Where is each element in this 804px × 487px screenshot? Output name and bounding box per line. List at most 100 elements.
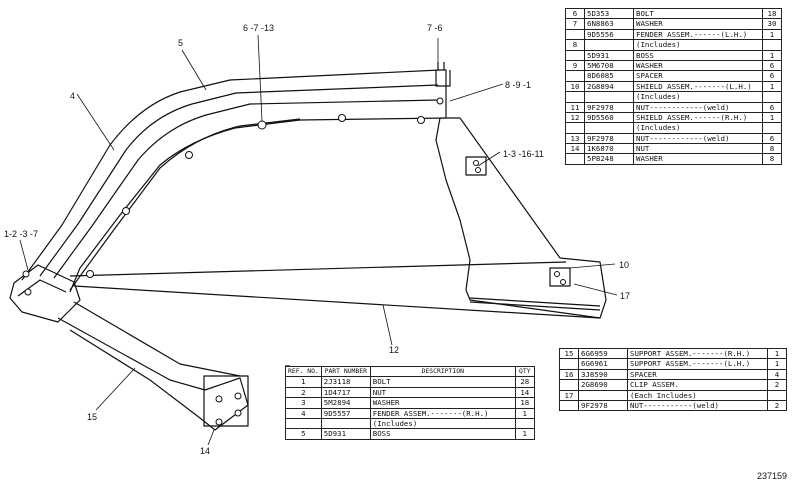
shield-panel <box>435 117 607 319</box>
ref-cell: 11 <box>565 101 585 113</box>
callout-12: 12 <box>389 345 399 355</box>
qty-cell <box>767 389 787 401</box>
description-cell: BOSS <box>633 49 763 61</box>
qty-cell: 8 <box>762 153 782 165</box>
part-number-cell: 6G6959 <box>578 347 628 360</box>
description-cell: NUT------------(weld) <box>633 132 763 145</box>
header-part: PART NUMBER <box>320 365 371 378</box>
part-number-cell: 5M6708 <box>584 59 634 72</box>
qty-cell: 14 <box>514 386 535 399</box>
part-number-cell: 9D5557 <box>320 407 371 419</box>
clip-upper <box>465 156 487 176</box>
part-number-cell: 9F2978 <box>584 101 634 113</box>
qty-cell: 1 <box>762 28 782 41</box>
ref-cell <box>285 417 322 430</box>
qty-cell: 1 <box>514 428 535 440</box>
qty-cell: 18 <box>514 397 535 409</box>
callout-1-2-3-7: 1-2 -3 -7 <box>4 229 38 239</box>
ref-cell: 13 <box>565 132 585 145</box>
qty-cell: 2 <box>767 399 787 412</box>
part-number-cell: 6G6961 <box>578 358 628 370</box>
description-cell: FENDER ASSEM.-------(R.H.) <box>369 407 516 419</box>
qty-cell: 28 <box>514 376 535 388</box>
qty-cell: 6 <box>762 59 782 72</box>
description-cell: SUPPORT ASSEM.-------(R.H.) <box>627 347 768 360</box>
qty-cell <box>514 417 535 430</box>
part-number-cell: 2G8690 <box>578 379 628 391</box>
description-cell: BOLT <box>369 376 516 388</box>
qty-cell <box>762 122 782 134</box>
part-number-cell: 1D4717 <box>320 386 371 399</box>
description-cell: (Includes) <box>633 122 763 134</box>
part-number-cell <box>584 39 634 51</box>
description-cell: BOLT <box>633 7 763 20</box>
qty-cell: 1 <box>762 49 782 61</box>
callout-10: 10 <box>619 260 629 270</box>
ref-cell <box>559 379 579 391</box>
ref-cell: 17 <box>559 389 579 401</box>
ref-cell <box>565 49 585 61</box>
part-number-cell: 9F2978 <box>578 399 628 412</box>
qty-cell: 6 <box>762 132 782 145</box>
ref-cell <box>559 399 579 412</box>
ref-cell: 5 <box>285 428 322 440</box>
fender-tube-lower <box>69 118 301 291</box>
header-ref: REF. NO. <box>285 365 322 378</box>
callout-6-7-13: 6 -7 -13 <box>243 23 274 33</box>
callout-14: 14 <box>200 446 210 456</box>
header-description: DESCRIPTION <box>369 365 516 378</box>
table-row: (Includes) <box>285 417 535 430</box>
part-number-cell: 9F2978 <box>584 132 634 145</box>
description-cell: (Includes) <box>633 39 763 51</box>
description-cell: NUT------------(weld) <box>633 101 763 113</box>
part-number-cell: 5D931 <box>320 428 371 440</box>
callout-8-9-1: 8 -9 -1 <box>505 80 531 90</box>
description-cell: NUT <box>369 386 516 399</box>
document-number: 237159 <box>757 471 788 481</box>
description-cell: FENDER ASSEM.------(L.H.) <box>633 28 763 41</box>
qty-cell: 4 <box>767 368 787 381</box>
qty-cell <box>762 91 782 103</box>
part-number-cell: 5D353 <box>584 7 634 20</box>
ref-cell: 1 <box>285 376 322 388</box>
description-cell: NUT <box>633 143 763 155</box>
ref-cell: 9 <box>565 59 585 72</box>
description-cell: BOSS <box>369 428 516 440</box>
ref-cell <box>565 70 585 82</box>
ref-cell: 3 <box>285 397 322 409</box>
part-number-cell: 5M2894 <box>320 397 371 409</box>
qty-cell: 18 <box>762 7 782 20</box>
qty-cell: 1 <box>767 347 787 360</box>
part-number-cell <box>578 389 628 401</box>
ref-cell: 14 <box>565 143 585 155</box>
callout-17: 17 <box>620 291 630 301</box>
fender-tube-inner-2 <box>53 99 439 279</box>
qty-cell: 1 <box>762 111 782 124</box>
ref-cell: 8 <box>565 39 585 51</box>
description-cell: CLIP ASSEM. <box>627 379 768 391</box>
part-number-cell: 5D931 <box>584 49 634 61</box>
part-number-cell: 9D5560 <box>584 111 634 124</box>
table-row: (Includes) <box>565 91 782 103</box>
left-mount <box>9 264 81 323</box>
description-cell: NUT-----------(weld) <box>627 399 768 412</box>
description-cell: (Each Includes) <box>627 389 768 401</box>
part-number-cell: 2J3118 <box>320 376 371 388</box>
callout-7-6: 7 -6 <box>427 23 443 33</box>
